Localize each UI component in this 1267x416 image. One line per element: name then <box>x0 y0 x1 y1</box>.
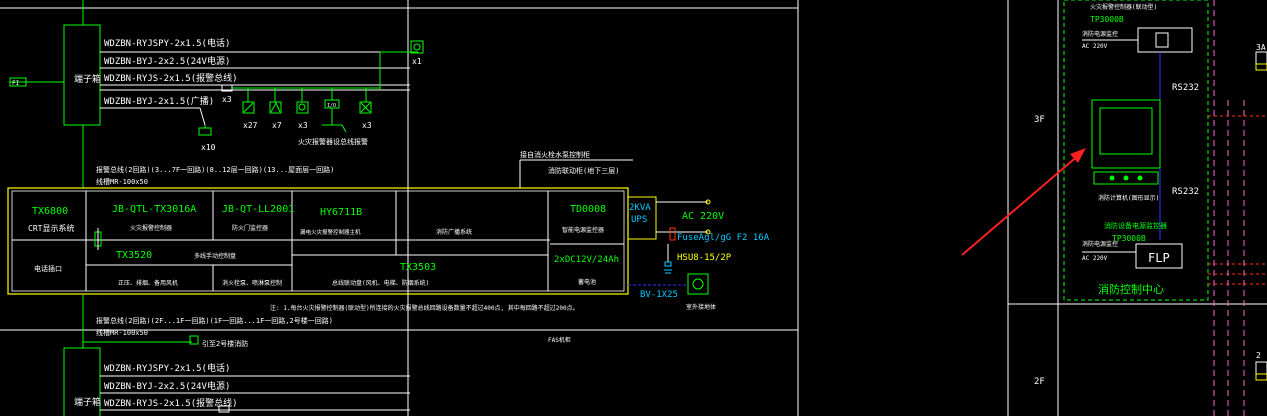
cable-label: WDZBN-RYJSPY-2x1.5(电话) <box>104 362 230 374</box>
manual-alarm-icon <box>296 101 309 114</box>
fuse-icon <box>669 227 676 241</box>
ac-label: AC 220V <box>1082 43 1108 50</box>
edge-tag: 2 <box>1256 351 1261 360</box>
red-arrow <box>961 153 1081 256</box>
cable-line <box>199 107 206 126</box>
count-label: x3 <box>222 95 232 104</box>
ground-label: 室外接地体 <box>686 303 716 311</box>
cable-label: WDZBN-BYJ-2x2.5(24V电源) <box>104 380 230 392</box>
red-arrow-head <box>1070 148 1086 163</box>
pc-keyboard <box>1093 171 1159 185</box>
count-label: x10 <box>201 143 216 152</box>
count-label: x1 <box>412 57 422 66</box>
controller-icon <box>1155 32 1169 48</box>
cabinet-code: JB-QT-LL2001 <box>222 204 294 215</box>
flp-box <box>1135 243 1183 269</box>
cable-label: WDZBN-BYJ-2x1.5(广播) <box>104 95 214 107</box>
device-label: 火灾报警控制器(联动型) <box>1090 3 1157 11</box>
cabinet-code: TX3503 <box>400 262 436 273</box>
count-label: x27 <box>243 121 258 130</box>
cabinet-sub: 正压、排烟、备用风机 <box>118 279 178 287</box>
cabinet-sub: 消火栓泵、喷淋泵控制 <box>222 279 282 287</box>
smoke-detector-icon <box>242 101 255 114</box>
cabinet-name: CRT显示系统 <box>28 223 74 233</box>
fuse-label: FuseAgl/gG F2 16A <box>677 233 770 243</box>
monitor-label: 消防电源监控 <box>1082 240 1118 248</box>
count-label: x3 <box>362 121 372 130</box>
cabinet-code: JB-QTL-TX3016A <box>112 204 196 215</box>
cabinet-name: 多线手动控制盘 <box>194 252 236 260</box>
ac-label: AC 220V <box>1082 255 1108 262</box>
control-center-box <box>1063 0 1209 301</box>
cable-label: WDZBN-RYJSPY-2x1.5(电话) <box>104 37 230 49</box>
cabinet-name: 消防广播系统 <box>436 228 472 236</box>
monitor-label: 消防电源监控 <box>1082 30 1118 38</box>
cabinet-name: 防火门监控器 <box>232 224 268 232</box>
cabinet-code: TD0008 <box>570 204 606 215</box>
terminal-box-label: 端子箱 <box>74 396 101 408</box>
bottom-label: FAS机柜 <box>548 336 571 344</box>
cabinet-name: 火灾报警控制器 <box>130 224 172 232</box>
input-tag-box <box>9 77 27 87</box>
cable-label: WDZBN-RYJS-2x1.5(报警总线) <box>104 72 238 84</box>
hydrant-button-icon <box>359 101 372 114</box>
ups-box <box>627 196 657 240</box>
ground-icon <box>692 278 704 290</box>
phone-icon <box>410 40 424 54</box>
terminal-box-label: 端子箱 <box>74 73 101 85</box>
cabinet-name: 蓄电池 <box>578 278 596 286</box>
bus-note: 线槽MR-100x50 <box>96 328 148 337</box>
hsu-label: HSU8-15/2P <box>677 253 732 263</box>
bus-note: 报警总线(2回路)(2F...1F一回路)(1F一回路...1F一回路,2号楼一… <box>96 316 333 325</box>
terminal-box-top <box>63 24 101 126</box>
cabinet-code: 2xDC12V/24Ah <box>554 255 619 265</box>
pc-label: 消防计算机(图形显示) <box>1098 194 1159 202</box>
count-label: x7 <box>272 121 282 130</box>
cabinet-code: TX6800 <box>32 206 68 217</box>
control-center-label: 消防控制中心 <box>1098 282 1164 296</box>
bv-label: BV-1X25 <box>640 290 678 300</box>
cabinet-name: 智能电源监控器 <box>562 226 604 234</box>
model-label: TP3000B <box>1112 234 1146 243</box>
fas-cabinet <box>7 187 629 295</box>
rs-label: RS232 <box>1172 187 1199 197</box>
footnote: 注: 1.每台火灾报警控制器(联动型)所连接的火灾报警总线回路设备数量不超过40… <box>270 304 579 312</box>
heat-detector-icon <box>269 101 282 114</box>
device-label: 消防设备电源监控器 <box>1104 221 1167 230</box>
cabinet-name: 漏电火灾报警控制器主机 <box>300 228 361 236</box>
floor-label: 2F <box>1034 377 1045 387</box>
controller-box <box>1137 27 1193 53</box>
speaker-icon <box>198 127 212 136</box>
ac-label: AC 220V <box>682 211 724 222</box>
floor-label: 3F <box>1034 115 1045 125</box>
cabinet-code: TX3520 <box>116 250 152 261</box>
second-building: 引至2号楼消防 <box>202 339 248 348</box>
bus-note: 报警总线(2回路)(3...7F一回路)(8..12层一回路)(13...屋面层… <box>96 165 334 174</box>
rs-label: RS232 <box>1172 83 1199 93</box>
edge-tag: 3A <box>1256 43 1266 52</box>
ups-label: UPS <box>631 215 647 225</box>
power-note: 接自消火栓水泵控制柜 <box>520 150 590 159</box>
pc-monitor <box>1091 99 1161 169</box>
count-label: x3 <box>298 121 308 130</box>
svg-text:I/O: I/O <box>327 103 336 109</box>
power-note: 消防联动柜(地下三层) <box>548 166 619 175</box>
cabinet-name: 总线联动盘(风机、电梯、防烟系统) <box>332 279 429 287</box>
terminal-box-bottom <box>63 347 101 416</box>
hydrant-note: 火灾报警器设总线报警 <box>298 137 368 146</box>
ground-box <box>687 273 709 295</box>
flp-label: FLP <box>1148 251 1170 265</box>
cabinet-code: HY6711B <box>320 207 362 218</box>
svg-text:2KVA: 2KVA <box>629 203 651 213</box>
model-label: TP3000B <box>1090 15 1124 24</box>
cable-label: WDZBN-RYJS-2x1.5(报警总线) <box>104 397 238 409</box>
input-tag: FI <box>12 80 20 87</box>
cable-label: WDZBN-BYJ-2x2.5(24V电源) <box>104 55 230 67</box>
bus-note: 线槽MR-100x50 <box>96 177 148 186</box>
cabinet-name: 电话插口 <box>34 264 62 273</box>
